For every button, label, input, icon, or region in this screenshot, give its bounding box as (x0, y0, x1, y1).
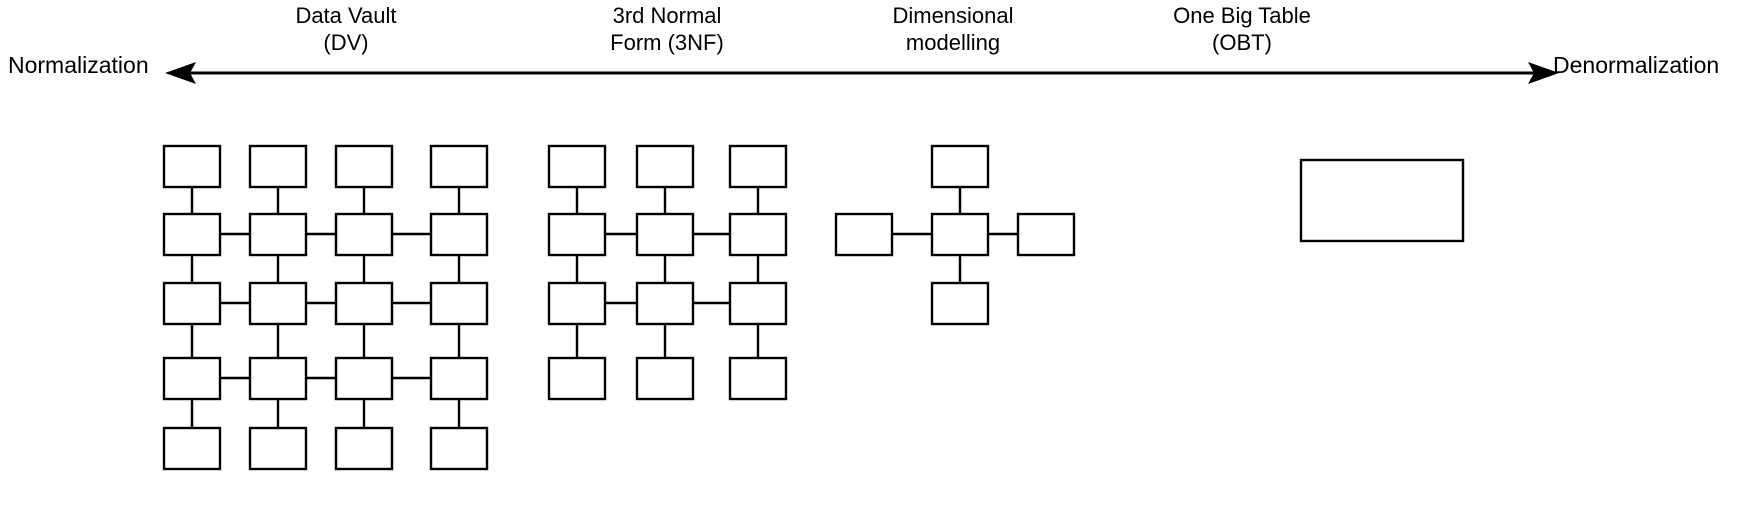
entity-box (248, 356, 308, 401)
entity-box (334, 144, 394, 189)
entity-box (429, 281, 489, 326)
entity-box (248, 212, 308, 257)
fact-box-center (930, 212, 990, 257)
entity-box (334, 356, 394, 401)
cluster-third-normal-form (547, 144, 788, 401)
axis-label-denormalization: Denormalization (1553, 52, 1720, 78)
entity-box (728, 144, 788, 189)
entity-box (728, 356, 788, 401)
entity-box (429, 356, 489, 401)
entity-box (547, 212, 607, 257)
entity-box (248, 144, 308, 189)
cluster-label-data-vault-line1: Data Vault (295, 3, 397, 28)
axis-arrowhead-right (1528, 62, 1559, 84)
entity-box (547, 281, 607, 326)
entity-box (635, 281, 695, 326)
entity-box (429, 212, 489, 257)
entity-box (635, 356, 695, 401)
dimension-box-left (834, 212, 894, 257)
cluster-data-vault (162, 144, 489, 471)
cluster-dimensional-modelling (834, 144, 1076, 326)
cluster-label-dim-line2: modelling (905, 30, 1001, 55)
entity-box (248, 281, 308, 326)
cluster-label-dim-line1: Dimensional (892, 3, 1014, 28)
dimension-box-right (1016, 212, 1076, 257)
entity-box (635, 144, 695, 189)
entity-box (334, 212, 394, 257)
cluster-label-data-vault-line2: (DV) (323, 30, 369, 55)
dimension-box-bottom (930, 281, 990, 326)
entity-box (547, 144, 607, 189)
entity-box (334, 426, 394, 471)
cluster-label-3nf-line1: 3rd Normal (612, 3, 722, 28)
entity-box (429, 144, 489, 189)
cluster-label-3nf-line2: Form (3NF) (610, 30, 724, 55)
cluster-label-data-vault: Data Vault (DV) (186, 2, 506, 56)
dimension-box-top (930, 144, 990, 189)
entity-box (248, 426, 308, 471)
axis-label-normalization: Normalization (8, 52, 149, 78)
axis-arrowhead-left (165, 62, 196, 84)
cluster-label-third-normal-form: 3rd Normal Form (3NF) (507, 2, 827, 56)
cluster-label-obt-line1: One Big Table (1173, 3, 1311, 28)
entity-box (635, 212, 695, 257)
entity-box (728, 212, 788, 257)
entity-box (162, 212, 222, 257)
entity-box (429, 426, 489, 471)
entity-box (162, 426, 222, 471)
entity-box (162, 281, 222, 326)
entity-box (334, 281, 394, 326)
cluster-label-dimensional-modelling: Dimensional modelling (793, 2, 1113, 56)
cluster-label-one-big-table: One Big Table (OBT) (1082, 2, 1402, 56)
cluster-one-big-table (1299, 158, 1465, 243)
one-big-table-box (1299, 158, 1465, 243)
cluster-label-obt-line2: (OBT) (1212, 30, 1272, 55)
entity-box (547, 356, 607, 401)
entity-box (728, 281, 788, 326)
entity-box (162, 356, 222, 401)
entity-box (162, 144, 222, 189)
